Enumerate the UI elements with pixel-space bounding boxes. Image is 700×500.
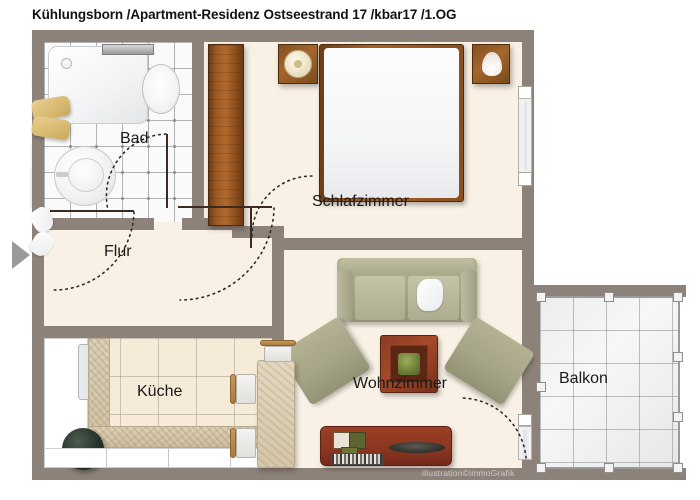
wall-balcony-top xyxy=(526,285,686,297)
chair-left-1 xyxy=(236,374,256,404)
balcony-post-e2 xyxy=(673,412,683,422)
balcony-door-cap-top xyxy=(518,414,532,426)
floor-flur-west xyxy=(44,222,204,328)
cabinet-divider xyxy=(230,448,231,468)
tile-dot xyxy=(95,145,98,148)
chair-left-1-back xyxy=(230,374,236,404)
tile-dot xyxy=(173,145,176,148)
tile-dot xyxy=(147,145,150,148)
flur-door-leaf-wohnzimmer[interactable] xyxy=(178,206,272,208)
toilet xyxy=(142,64,180,114)
shower-drain xyxy=(61,58,72,69)
sofa-arm-right xyxy=(461,270,477,322)
balcony-post-w xyxy=(536,382,546,392)
double-bed-mattress xyxy=(324,48,459,198)
watermark: illustration©immoGrafik xyxy=(422,468,515,478)
washbasin-tap xyxy=(56,172,68,177)
washbasin-bowl xyxy=(68,158,104,192)
wall-shell-decor xyxy=(482,52,502,76)
wall-bad-east xyxy=(192,42,204,230)
balcony-door-glass xyxy=(523,430,527,456)
tile-dot xyxy=(121,171,124,174)
bedroom-window-cap-bottom xyxy=(518,172,532,186)
sideboard-books xyxy=(331,453,383,465)
wall-disc-decor xyxy=(284,50,312,78)
page-title: Kühlungsborn /Apartment-Residenz Ostsees… xyxy=(32,7,457,22)
sofa-backrest xyxy=(340,258,474,275)
schlafzimmer-door-swing-arc xyxy=(251,175,313,239)
tile-dot xyxy=(147,197,150,200)
balcony-door-swing-arc xyxy=(461,397,527,459)
room-label-balkon: Balkon xyxy=(559,370,608,387)
prev-arrow-icon[interactable] xyxy=(12,241,30,269)
sideboard xyxy=(320,426,452,466)
tile-dot xyxy=(121,145,124,148)
floorplan-canvas: Bad Flur Schlafzimmer Küche Wohnzimmer B… xyxy=(27,30,686,488)
cabinet-divider xyxy=(106,448,107,468)
coffee-table xyxy=(380,335,438,393)
wardrobe xyxy=(208,44,244,226)
tile-dot xyxy=(173,171,176,174)
wall-wardrobe-foot xyxy=(232,226,284,238)
dining-table xyxy=(257,360,295,468)
wall-bad-south-a xyxy=(44,218,154,230)
balcony-rail-east xyxy=(678,296,680,468)
balcony-post-sw xyxy=(536,463,546,473)
coffee-table-plant xyxy=(398,353,420,375)
room-label-flur: Flur xyxy=(104,243,132,260)
tile-dot xyxy=(69,145,72,148)
bad-door-leaf[interactable] xyxy=(166,134,168,208)
wall-kueche-north xyxy=(44,326,284,338)
flur-door-leaf-north[interactable] xyxy=(50,210,134,212)
disc-center xyxy=(294,60,302,68)
balcony-post-nw xyxy=(536,292,546,302)
chair-top xyxy=(264,346,292,362)
tile-dot xyxy=(147,171,150,174)
balcony-post-s xyxy=(604,463,614,473)
sofa-arm-left xyxy=(337,270,353,322)
chair-left-2-back xyxy=(230,428,236,458)
wall-flur-east xyxy=(272,238,284,338)
bedroom-window-glass xyxy=(524,102,527,170)
room-label-wohnzimmer: Wohnzimmer xyxy=(353,375,447,392)
shower-fitting xyxy=(102,44,154,55)
balcony-post-e1 xyxy=(673,352,683,362)
tile-dot xyxy=(147,119,150,122)
room-label-kueche: Küche xyxy=(137,383,183,400)
sofa-throw xyxy=(417,279,443,311)
chair-left-2 xyxy=(236,428,256,458)
cabinet-divider xyxy=(168,448,169,468)
schlafzimmer-door-leaf[interactable] xyxy=(250,208,252,248)
chair-top-back xyxy=(260,340,296,346)
floor-balkon xyxy=(540,297,680,468)
sideboard-bowl xyxy=(389,442,445,453)
flur-door-swing-arc-wohnzimmer xyxy=(179,207,275,301)
balcony-post-ne xyxy=(673,292,683,302)
bad-door-swing-arc xyxy=(105,133,167,211)
sofa-seat-left xyxy=(355,276,405,320)
balcony-post-n xyxy=(604,292,614,302)
room-label-schlafzimmer: Schlafzimmer xyxy=(312,193,409,210)
tile-dot xyxy=(173,119,176,122)
tile-dot xyxy=(121,197,124,200)
room-label-bad: Bad xyxy=(120,130,149,147)
wall-schlaf-south xyxy=(272,238,524,250)
tile-dot xyxy=(173,197,176,200)
balcony-post-se xyxy=(673,463,683,473)
wall-balcony-bottom xyxy=(526,468,686,480)
